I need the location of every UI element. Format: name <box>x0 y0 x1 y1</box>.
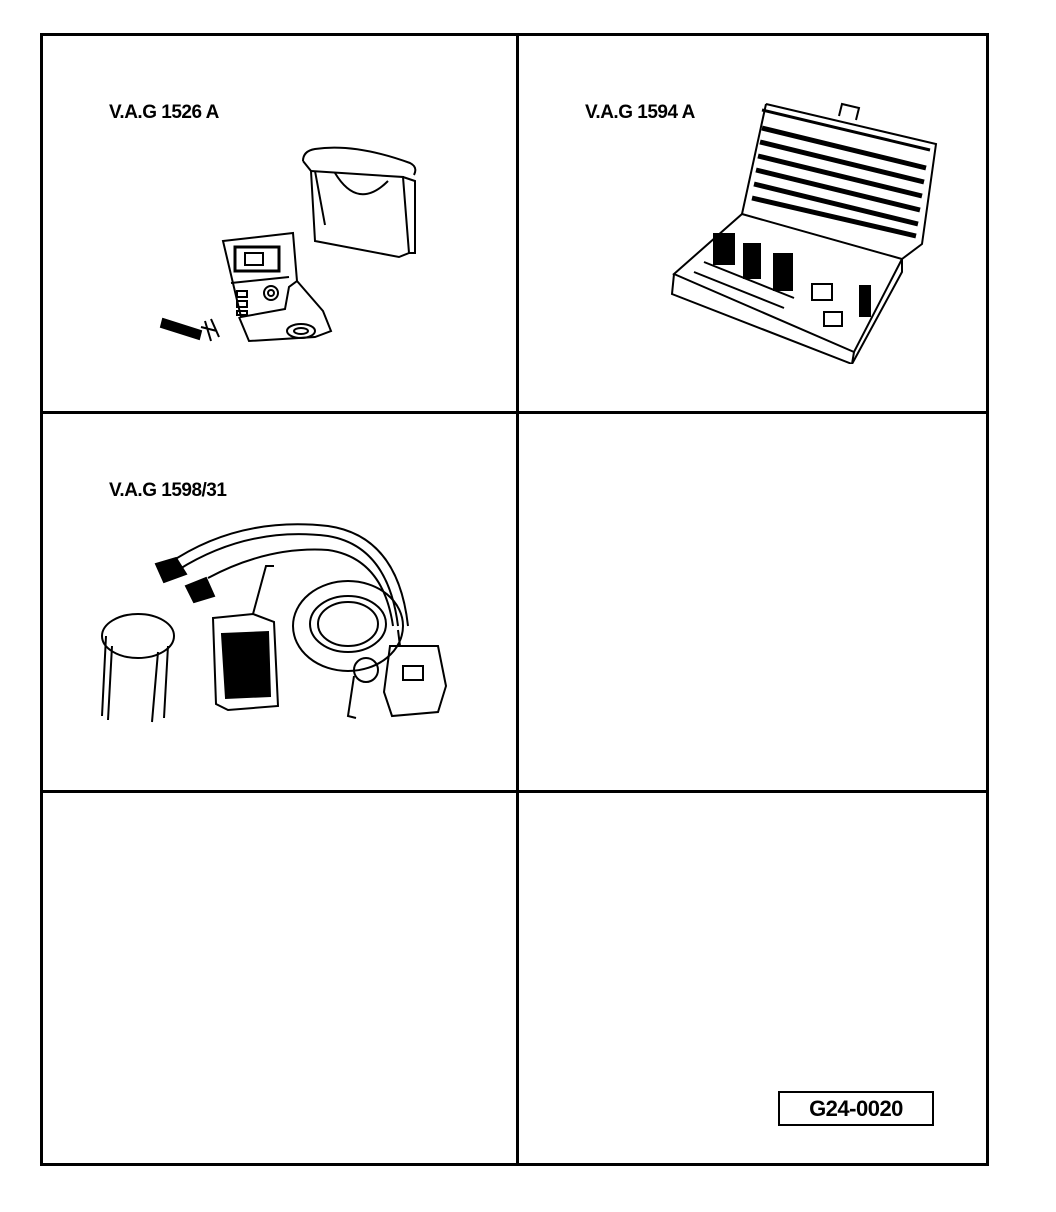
column-divider <box>516 36 519 1163</box>
multimeter-illustration-icon <box>159 146 417 343</box>
adapter-case-illustration-icon <box>670 102 938 364</box>
panel-label: V.A.G 1594 A <box>585 102 695 123</box>
tool-sheet: V.A.G 1526 A <box>40 33 989 1166</box>
panel-vag-1598-31: V.A.G 1598/31 <box>43 414 516 790</box>
panel-vag-1594a: V.A.G 1594 A <box>519 36 989 411</box>
row-divider-2 <box>43 790 986 793</box>
panel-label: V.A.G 1526 A <box>109 102 219 123</box>
test-cable-illustration-icon <box>101 523 448 723</box>
panel-label: V.A.G 1598/31 <box>109 480 227 501</box>
reference-code-box: G24-0020 <box>778 1091 934 1126</box>
panel-empty-2 <box>43 793 516 1166</box>
panel-vag-1526a: V.A.G 1526 A <box>43 36 516 411</box>
panel-empty-1 <box>519 414 989 790</box>
row-divider-1 <box>43 411 986 414</box>
